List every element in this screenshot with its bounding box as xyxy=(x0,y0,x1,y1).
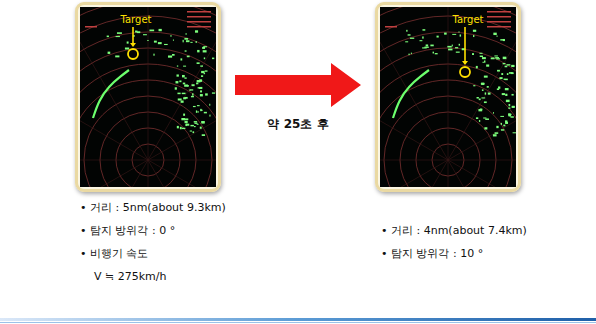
info-text: • 비행기 속도 xyxy=(80,247,148,261)
info-text: • 거리 : 4nm(about 7.4km) xyxy=(381,224,527,238)
radar-panel: Target xyxy=(375,2,521,192)
footer-bar xyxy=(0,322,596,323)
block-arrow xyxy=(235,63,361,107)
info-text: • 탐지 방위각 : 0 ° xyxy=(80,224,175,238)
info-text: • 탐지 방위각 : 10 ° xyxy=(381,247,483,261)
info-text: • 거리 : 5nm(about 9.3km) xyxy=(80,201,226,215)
info-text: V ≒ 275km/h xyxy=(94,270,167,284)
radar-screen xyxy=(380,7,516,187)
footer-bar xyxy=(0,318,596,321)
radar-screen xyxy=(80,7,216,187)
arrow-label: 약 25초 후 xyxy=(265,117,330,132)
radar-panel: Target xyxy=(75,2,221,192)
target-label: Target xyxy=(121,14,152,26)
target-label: Target xyxy=(453,14,484,26)
